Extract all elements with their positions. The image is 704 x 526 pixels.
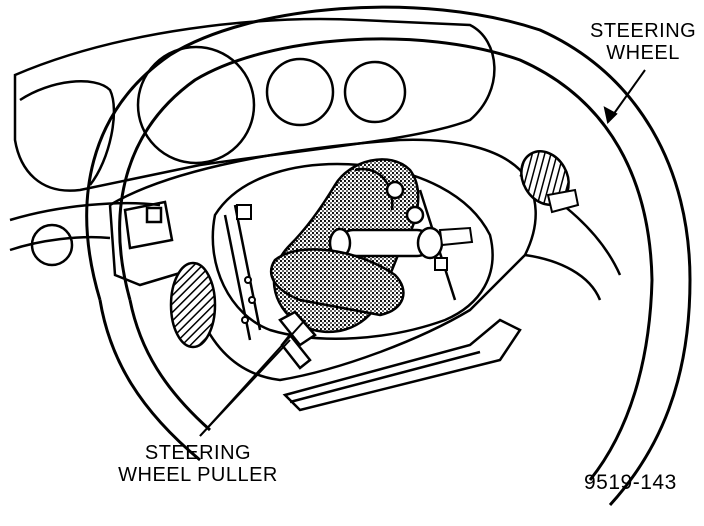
- leader-lines: [199, 69, 646, 437]
- hub-hardware: [236, 204, 474, 324]
- steering-wheel-label-line1: STEERING: [590, 20, 697, 42]
- dashboard: [9, 17, 496, 267]
- horn-pad-left-icon: [169, 261, 217, 349]
- figure-number: 9519-143: [584, 471, 677, 494]
- steering-wheel-puller-tool: [269, 158, 444, 370]
- steering-wheel-rim: [85, 5, 692, 507]
- gauge-large-icon: [136, 45, 256, 165]
- steering-wheel-label-line2: WHEEL: [606, 42, 680, 64]
- switch-small-icon: [145, 206, 163, 224]
- puller-label-line1: STEERING: [144, 442, 252, 464]
- steering-wheel-callout: STEERING WHEEL: [590, 20, 696, 64]
- gauge-medium-icon: [265, 57, 335, 127]
- steering-wheel-puller-callout: STEERING WHEEL PULLER: [108, 442, 288, 486]
- gauge-small-icon: [343, 60, 407, 124]
- switch-right-icon: [546, 188, 580, 214]
- vent-left-icon: [30, 223, 74, 267]
- puller-label-line2: WHEEL PULLER: [118, 464, 278, 486]
